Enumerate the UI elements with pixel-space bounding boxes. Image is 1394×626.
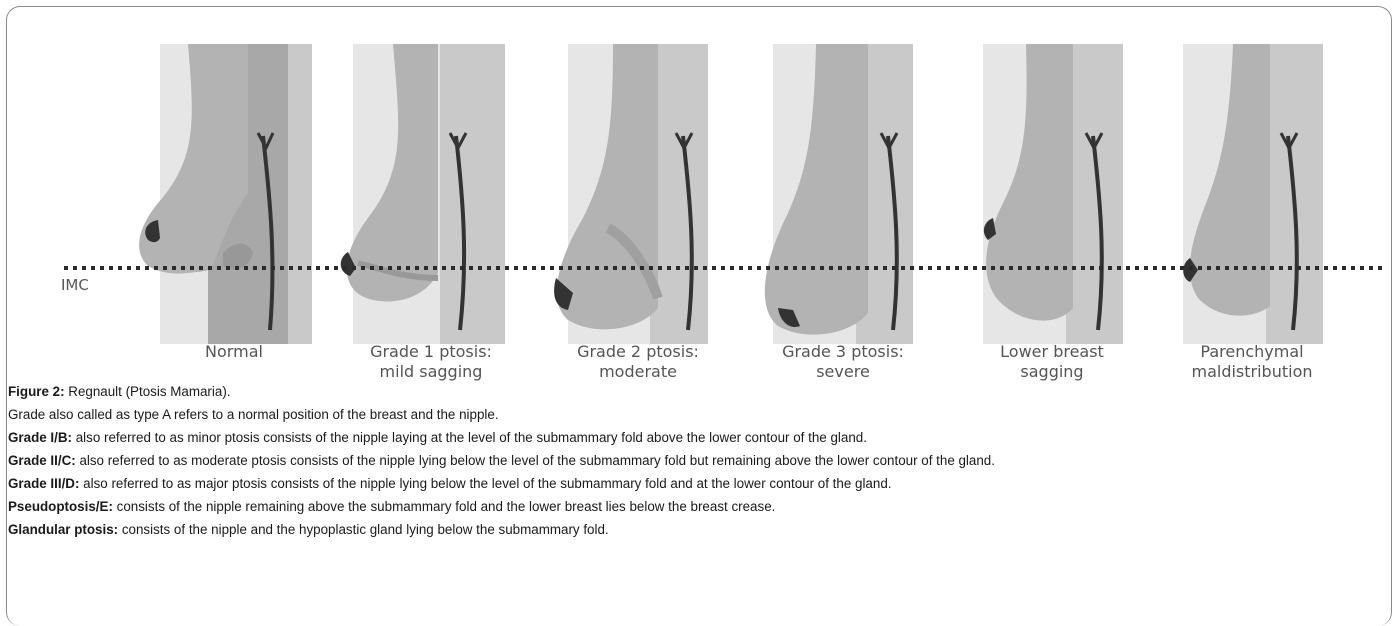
panel-label-grade2: Grade 2 ptosis: moderate xyxy=(538,342,738,382)
figure-caption: Figure 2: Regnault (Ptosis Mamaria). Gra… xyxy=(8,384,1390,545)
caption-item-text: Grade also called as type A refers to a … xyxy=(8,407,499,422)
caption-item-pseudoptosis: Pseudoptosis/E: consists of the nipple r… xyxy=(8,499,1390,515)
caption-item-grade-b: Grade I/B: also referred to as minor pto… xyxy=(8,430,1390,446)
caption-figure-number: Figure 2: xyxy=(8,384,65,399)
panel-lower-sagging-illustration xyxy=(983,44,1123,344)
imc-label: IMC xyxy=(61,276,89,294)
caption-item-term: Glandular ptosis: xyxy=(8,522,118,537)
caption-item-term: Grade I/B: xyxy=(8,430,72,445)
panel-parenchymal-illustration xyxy=(1183,44,1323,344)
caption-item-term: Grade III/D: xyxy=(8,476,79,491)
caption-title: Figure 2: Regnault (Ptosis Mamaria). xyxy=(8,384,1390,400)
panel-grade1-illustration xyxy=(341,44,505,344)
caption-item-grade-a: Grade also called as type A refers to a … xyxy=(8,407,1390,423)
caption-item-text: also referred to as major ptosis consist… xyxy=(79,476,891,491)
ptosis-illustration xyxy=(8,8,1386,390)
caption-item-term: Grade II/C: xyxy=(8,453,76,468)
caption-item-term: Pseudoptosis/E: xyxy=(8,499,113,514)
caption-item-text: also referred to as moderate ptosis cons… xyxy=(76,453,995,468)
panel-label-lower-sagging: Lower breast sagging xyxy=(952,342,1152,382)
caption-item-grade-d: Grade III/D: also referred to as major p… xyxy=(8,476,1390,492)
caption-item-glandular: Glandular ptosis: consists of the nipple… xyxy=(8,522,1390,538)
panel-grade2-illustration xyxy=(554,44,708,344)
ptosis-figure: IMC Normal Grade 1 ptosis: mild sagging … xyxy=(8,8,1386,390)
panel-label-grade3: Grade 3 ptosis: severe xyxy=(743,342,943,382)
panel-label-grade1: Grade 1 ptosis: mild sagging xyxy=(331,342,531,382)
panel-normal-illustration xyxy=(139,44,312,344)
panel-grade3-illustration xyxy=(765,44,913,344)
panel-label-parenchymal: Parenchymal maldistribution xyxy=(1152,342,1352,382)
caption-item-text: consists of the nipple remaining above t… xyxy=(113,499,775,514)
caption-item-text: also referred to as minor ptosis consist… xyxy=(72,430,867,445)
caption-item-text: consists of the nipple and the hypoplast… xyxy=(118,522,609,537)
caption-item-grade-c: Grade II/C: also referred to as moderate… xyxy=(8,453,1390,469)
panel-label-normal: Normal xyxy=(134,342,334,362)
caption-figure-title: Regnault (Ptosis Mamaria). xyxy=(65,384,231,399)
